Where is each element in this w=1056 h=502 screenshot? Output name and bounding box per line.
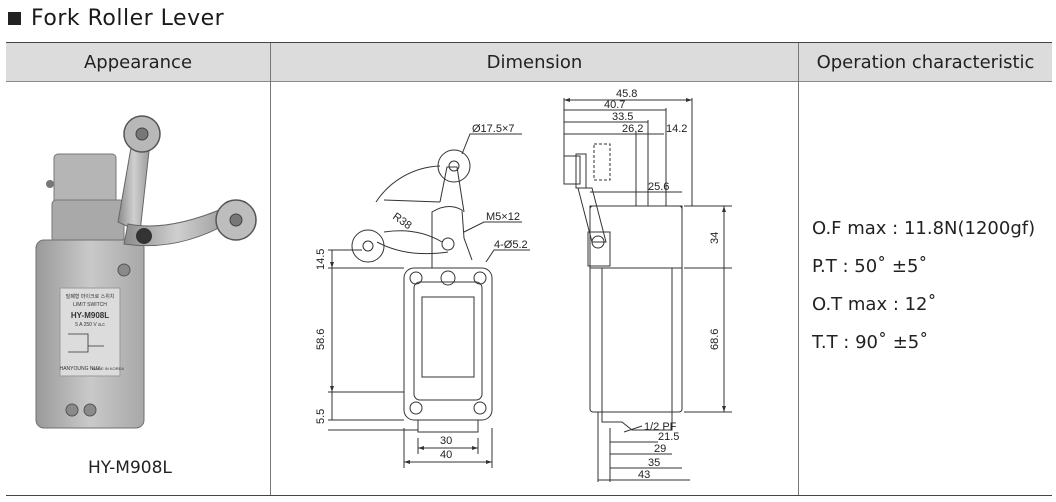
dim-front-h-top: 14.5 bbox=[315, 249, 327, 270]
operating-force: O.F max : 11.8N(1200gf) bbox=[812, 218, 1036, 239]
section-title: Fork Roller Lever bbox=[31, 5, 225, 31]
dim-conduit: 1/2 PF bbox=[644, 421, 677, 433]
section-heading: Fork Roller Lever bbox=[8, 2, 224, 34]
column-divider bbox=[270, 43, 271, 495]
dim-side-bottom-3: 35 bbox=[648, 457, 660, 469]
dim-radius: R38 bbox=[390, 211, 413, 232]
dim-side-bottom-4: 43 bbox=[638, 469, 650, 481]
dim-side-bottom-2: 29 bbox=[654, 443, 666, 455]
dim-side-top-4: 26.2 bbox=[622, 123, 643, 135]
operation-characteristic-list: O.F max : 11.8N(1200gf) P.T : 50˚ ±5˚ O.… bbox=[812, 210, 1035, 362]
limit-switch-illustration: 밀폐형 마이크로 스위치 LIMIT SWITCH HY-M908L 5 A 2… bbox=[35, 115, 257, 429]
dim-side-h-top: 34 bbox=[709, 232, 721, 244]
label-line-3: HY-M908L bbox=[71, 311, 109, 320]
dim-width-inner: 30 bbox=[440, 435, 452, 447]
dim-side-top-5: 14.2 bbox=[666, 123, 687, 135]
dim-side-top-2: 40.7 bbox=[604, 99, 625, 111]
square-bullet-icon bbox=[8, 11, 21, 25]
dim-side-bottom-1: 21.5 bbox=[658, 431, 679, 443]
product-model-caption: HY-M908L bbox=[88, 458, 172, 478]
dim-screw: M5×12 bbox=[486, 211, 520, 223]
label-line-1: 밀폐형 마이크로 스위치 bbox=[66, 293, 115, 300]
label-line-4: 5 A 250 V a.c bbox=[75, 322, 105, 328]
dim-width-outer: 40 bbox=[440, 449, 452, 461]
dim-roller-diameter: Ø17.5×7 bbox=[472, 123, 515, 135]
spec-table: Appearance Dimension Operation character… bbox=[6, 42, 1052, 496]
dim-side-depth-top: 25.6 bbox=[648, 181, 669, 193]
total-travel: T.T : 90˚ ±5˚ bbox=[812, 332, 929, 353]
column-divider bbox=[798, 43, 799, 495]
label-line-6: MADE IN KOREA bbox=[92, 366, 124, 371]
label-line-2: LIMIT SWITCH bbox=[73, 302, 107, 308]
table-header-row: Appearance Dimension Operation character… bbox=[6, 43, 1052, 82]
dim-holes: 4-Ø5.2 bbox=[494, 239, 528, 251]
dim-front-h-mid: 58.6 bbox=[315, 329, 327, 350]
dim-side-h-body: 68.6 bbox=[709, 329, 721, 350]
header-operation: Operation characteristic bbox=[816, 51, 1035, 73]
label-line-5: HANYOUNG NUX bbox=[60, 366, 102, 372]
header-dimension: Dimension bbox=[486, 51, 583, 73]
pre-travel: P.T : 50˚ ±5˚ bbox=[812, 256, 928, 277]
dim-side-top-3: 33.5 bbox=[612, 111, 633, 123]
dim-front-h-bot: 5.5 bbox=[315, 409, 327, 424]
header-appearance: Appearance bbox=[83, 51, 193, 73]
dim-side-top-1: 45.8 bbox=[616, 88, 637, 100]
dimension-drawing: Ø17.5×7 R38 M5×12 4-Ø5.2 14.5 58.6 5.5 3… bbox=[315, 88, 732, 482]
over-travel: O.T max : 12˚ bbox=[812, 294, 937, 315]
